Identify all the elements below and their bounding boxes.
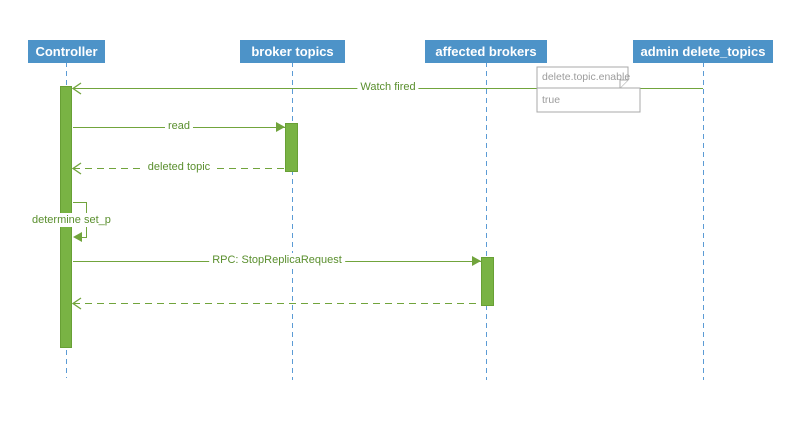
actor-label: Controller — [35, 44, 98, 59]
actor-label: admin delete_topics — [640, 44, 766, 59]
open-arrowhead-icon — [72, 82, 82, 95]
message-label: deleted topic — [144, 160, 214, 174]
actor-label: affected brokers — [435, 44, 537, 59]
activation-broker-topics — [285, 123, 298, 172]
open-arrowhead-icon — [72, 162, 82, 175]
self-message-bottom-line — [80, 237, 87, 238]
actor-box-admin-delete-topics: admin delete_topics — [633, 40, 773, 63]
filled-arrowhead-icon — [73, 232, 82, 242]
note-box — [536, 66, 641, 113]
open-arrowhead-icon — [72, 297, 82, 310]
note-fold-icon — [619, 79, 628, 88]
actor-box-affected-brokers: affected brokers — [425, 40, 547, 63]
lifeline-broker-topics — [292, 62, 293, 380]
note-value: true — [542, 94, 561, 106]
note-label: delete.topic.enable — [542, 71, 631, 83]
filled-arrowhead-icon — [276, 122, 285, 132]
message-label: Watch fired — [357, 80, 419, 94]
self-message-top-line — [73, 202, 87, 203]
message-line — [73, 303, 481, 304]
actor-label: broker topics — [251, 44, 334, 59]
filled-arrowhead-icon — [472, 256, 481, 266]
actor-box-broker-topics: broker topics — [240, 40, 345, 63]
lifeline-affected-brokers — [486, 62, 487, 380]
activation-affected-brokers — [481, 257, 494, 306]
message-label: RPC: StopReplicaRequest — [209, 253, 345, 267]
message-label: read — [164, 119, 194, 133]
lifeline-admin-delete-topics — [703, 62, 704, 380]
actor-box-controller: Controller — [28, 40, 105, 63]
message-label: determine set_p — [30, 213, 113, 227]
